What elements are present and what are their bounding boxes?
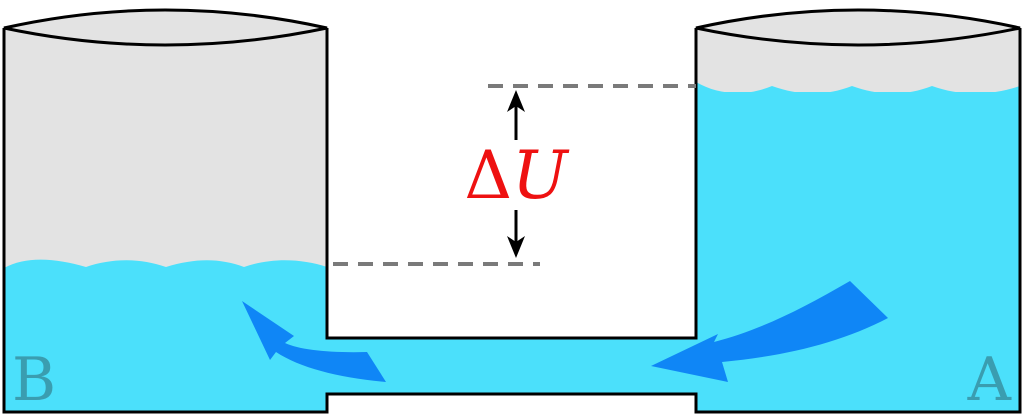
level-lines (333, 84, 696, 266)
flow-arrow-right-tank (651, 281, 888, 382)
delta-arrow-up-head (507, 90, 525, 112)
tank-a (696, 10, 1020, 120)
tank-b-label: B (12, 345, 56, 415)
delta-symbol: Δ (464, 137, 512, 214)
tank-b-empty-space (4, 10, 327, 270)
tank-a-water-surface (696, 82, 1020, 120)
tank-outlines (2, 8, 1022, 414)
delta-arrow-down-head (507, 236, 525, 258)
tank-a-empty-space (696, 10, 1020, 92)
flow-arrow-left-tank (242, 301, 386, 382)
vessel-outline (2, 28, 1022, 414)
tank-a-label: A (967, 345, 1012, 415)
delta-arrow (507, 90, 525, 258)
delta-variable: U (512, 137, 570, 214)
pipe-water (326, 339, 697, 393)
delta-u-label: ΔU (464, 137, 570, 214)
flow-arrows (242, 281, 888, 382)
